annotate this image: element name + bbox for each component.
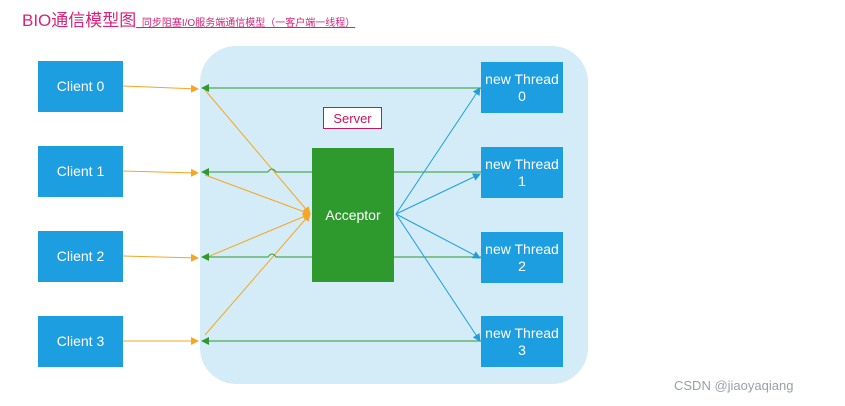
request-arrow-1 [122,168,199,177]
client-box-0: Client 0 [38,61,123,112]
thread-label: new Thread [485,240,559,257]
dispatch-arrow-3 [395,213,481,342]
thread-box-1: new Thread 1 [481,147,563,198]
watermark: CSDN @jiaoyaqiang [674,378,794,393]
request-arrow-2 [122,253,199,262]
thread-index: 3 [518,341,526,358]
title-subtitle: _同步阻塞I/O服务端通信模型（一客户端一线程） [136,18,356,29]
title-main: BIO通信模型图 [22,11,137,30]
fanin-line-1 [204,174,311,216]
dispatch-arrow-0 [395,87,481,215]
thread-index: 0 [518,87,526,104]
dispatch-arrow-2 [395,213,481,259]
thread-label: new Thread [485,70,559,87]
thread-label: new Thread [485,155,559,172]
response-arrow-1 [201,168,312,176]
dispatch-arrow-1 [395,173,481,215]
fanin-line-3 [204,213,311,336]
response-arrow-2 [201,253,312,261]
thread-box-3: new Thread 3 [481,316,563,367]
client-box-1: Client 1 [38,146,123,197]
client-box-3: Client 3 [38,316,123,367]
fanin-line-0 [204,89,311,215]
diagram-title: BIO通信模型图_同步阻塞I/O服务端通信模型（一客户端一线程） [22,6,355,31]
thread-box-0: new Thread 0 [481,62,563,113]
request-arrow-0 [122,84,199,93]
thread-index: 1 [518,172,526,189]
thread-index: 2 [518,257,526,274]
acceptor-box: Acceptor [312,148,394,282]
client-box-2: Client 2 [38,231,123,282]
thread-label: new Thread [485,324,559,341]
thread-box-2: new Thread 2 [481,232,563,283]
server-label: Server [323,107,382,129]
fanin-line-2 [204,213,311,259]
